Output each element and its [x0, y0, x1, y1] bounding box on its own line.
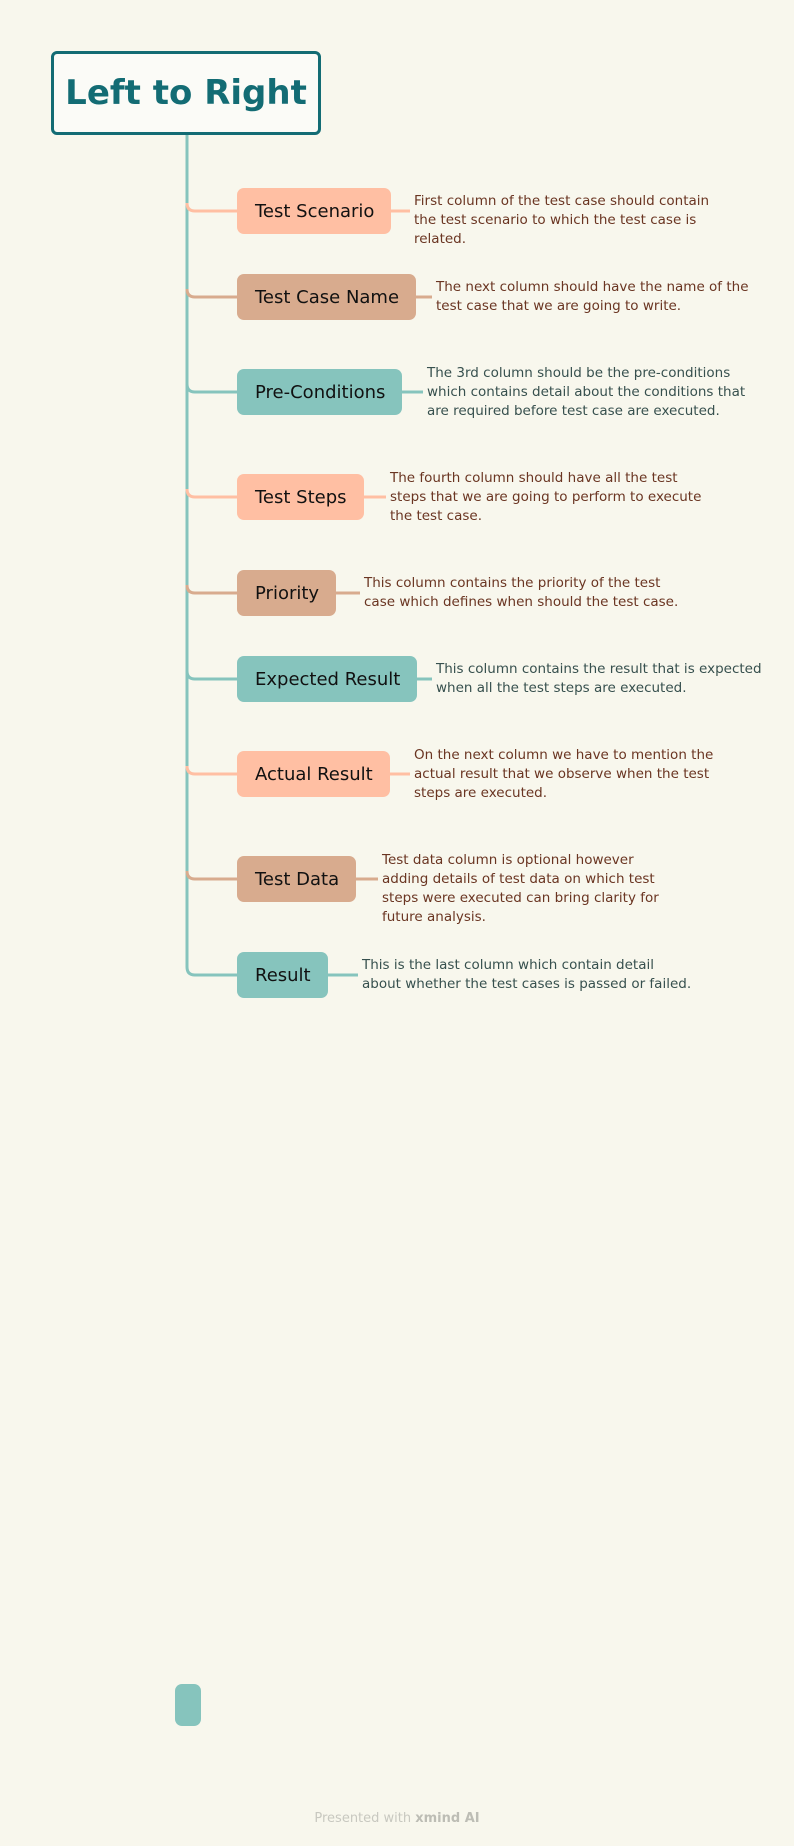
branch-description-actual-result: On the next column we have to mention th… — [414, 746, 713, 803]
description-line: case which defines when should the test … — [364, 594, 679, 610]
branch-test-data[interactable]: Test Data — [237, 856, 357, 902]
floating-topic[interactable] — [175, 1684, 201, 1726]
description-line: test case that we are going to write. — [436, 298, 682, 314]
branch-description-expected-result: This column contains the result that is … — [436, 660, 762, 698]
description-line: First column of the test case should con… — [414, 193, 710, 209]
description-line: the test scenario to which the test case… — [414, 212, 697, 228]
branch-actual-result[interactable]: Actual Result — [237, 751, 390, 797]
branch-connector — [185, 488, 237, 499]
branch-connector — [185, 966, 237, 977]
footer-prefix: Presented with — [314, 1811, 416, 1826]
branch-description-test-case-name: The next column should have the name of … — [436, 278, 749, 316]
branch-connector — [185, 870, 237, 881]
branch-test-scenario[interactable]: Test Scenario — [237, 188, 392, 234]
branch-label: Expected Result — [255, 668, 401, 690]
description-line: steps are executed. — [414, 785, 548, 801]
branch-label: Test Scenario — [255, 200, 375, 222]
branch-description-test-data: Test data column is optional however add… — [382, 851, 659, 927]
footer-credit: Presented with xmind AI — [0, 1811, 794, 1826]
description-line: are required before test case are execut… — [427, 403, 720, 419]
branch-description-test-steps: The fourth column should have all the te… — [390, 469, 701, 526]
root-topic[interactable]: Left to Right — [51, 51, 321, 135]
description-line: related. — [414, 231, 467, 247]
description-line: This is the last column which contain de… — [362, 957, 654, 973]
branch-test-case-name[interactable]: Test Case Name — [237, 274, 417, 320]
description-line: This column contains the result that is … — [436, 661, 762, 677]
description-line: the test case. — [390, 508, 482, 524]
branch-label: Pre-Conditions — [255, 381, 386, 403]
branch-label: Priority — [255, 582, 320, 604]
description-line: Test data column is optional however — [382, 852, 634, 868]
branch-label: Test Case Name — [255, 286, 400, 308]
branch-label: Test Steps — [255, 486, 347, 508]
branch-description-result: This is the last column which contain de… — [362, 956, 691, 994]
branch-label: Result — [255, 964, 311, 986]
description-line: which contains detail about the conditio… — [427, 384, 746, 400]
branch-result[interactable]: Result — [237, 952, 328, 998]
branch-label: Actual Result — [255, 763, 373, 785]
footer-brand: xmind AI — [415, 1811, 480, 1826]
branch-connector — [185, 288, 237, 299]
description-line: The 3rd column should be the pre-conditi… — [427, 365, 731, 381]
branch-expected-result[interactable]: Expected Result — [237, 656, 418, 702]
description-line: The fourth column should have all the te… — [390, 470, 678, 486]
description-line: This column contains the priority of the… — [364, 575, 661, 591]
branch-priority[interactable]: Priority — [237, 570, 337, 616]
root-topic-title: Left to Right — [65, 73, 307, 113]
description-line: steps that we are going to perform to ex… — [390, 489, 702, 505]
branch-connectors — [185, 202, 432, 977]
branch-connector — [185, 670, 237, 681]
branch-connector — [185, 765, 237, 776]
description-line: The next column should have the name of … — [436, 279, 749, 295]
branch-description-priority: This column contains the priority of the… — [364, 574, 678, 612]
branch-test-steps[interactable]: Test Steps — [237, 474, 364, 520]
description-line: future analysis. — [382, 909, 486, 925]
description-line: about whether the test cases is passed o… — [362, 976, 692, 992]
branch-description-test-scenario: First column of the test case should con… — [414, 192, 709, 249]
branch-connector — [185, 202, 237, 213]
branch-label: Test Data — [255, 868, 340, 890]
branch-pre-conditions[interactable]: Pre-Conditions — [237, 369, 403, 415]
description-line: steps were executed can bring clarity fo… — [382, 890, 659, 906]
branch-connector — [185, 383, 237, 394]
branch-description-pre-conditions: The 3rd column should be the pre-conditi… — [427, 364, 745, 421]
branch-connector — [185, 584, 237, 595]
description-line: On the next column we have to mention th… — [414, 747, 714, 763]
description-line: actual result that we observe when the t… — [414, 766, 710, 782]
description-line: adding details of test data on which tes… — [382, 871, 655, 887]
description-line: when all the test steps are executed. — [436, 680, 687, 696]
